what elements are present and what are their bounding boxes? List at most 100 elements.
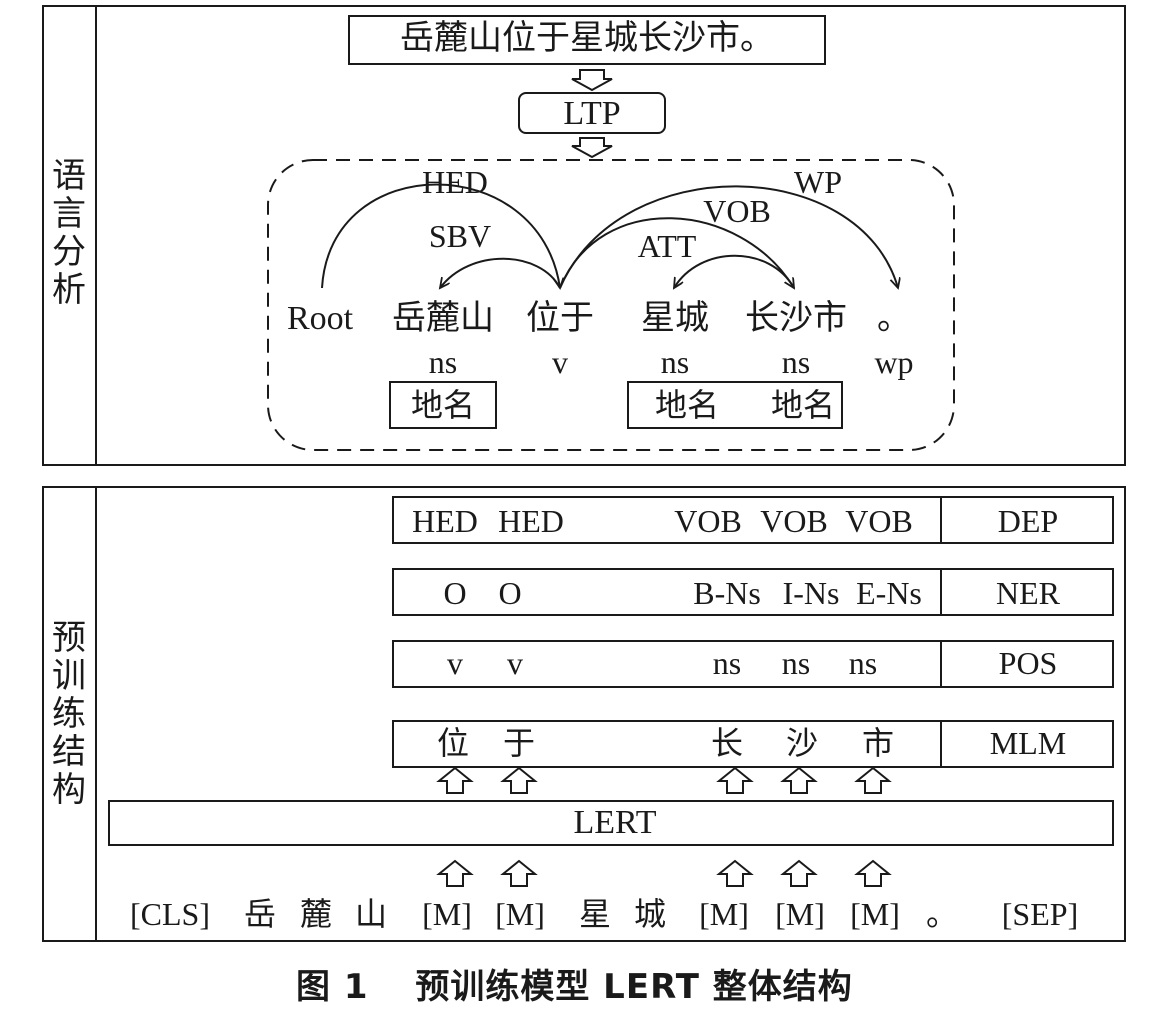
up-arrow-icon xyxy=(854,859,892,887)
input-token: [SEP] xyxy=(1001,896,1079,932)
up-arrow-icon xyxy=(854,766,892,794)
up-arrow-icon xyxy=(716,859,754,887)
token-word: 星城 xyxy=(641,300,709,337)
pos-row xyxy=(392,640,1114,688)
dep-row-divider xyxy=(940,496,942,544)
arc-label-wp: WP xyxy=(794,164,842,200)
input-sentence: 岳麓山位于星城长沙市。 xyxy=(400,20,774,57)
input-token: 。 xyxy=(925,896,959,932)
ner-task-name: NER xyxy=(996,575,1060,611)
entity-tag: 地名 xyxy=(770,387,836,423)
arc-label-vob: VOB xyxy=(703,193,771,229)
input-token: [M] xyxy=(495,896,545,932)
token-word: Root xyxy=(286,300,354,337)
dep-label: VOB xyxy=(845,503,913,539)
mlm-label: 沙 xyxy=(785,725,819,761)
up-arrow-icon xyxy=(436,766,474,794)
input-token: [M] xyxy=(775,896,825,932)
language-analysis-divider xyxy=(95,5,97,466)
mlm-label: 于 xyxy=(502,725,536,761)
entity-tag: 地名 xyxy=(410,387,476,423)
input-token: [M] xyxy=(422,896,472,932)
mlm-label: 长 xyxy=(710,725,744,761)
language-analysis-panel xyxy=(42,5,1126,466)
input-token: [M] xyxy=(699,896,749,932)
token-pos: ns xyxy=(781,344,811,380)
ner-label: O xyxy=(443,575,467,611)
pos-label: ns xyxy=(848,645,878,681)
arc-hed xyxy=(321,183,560,289)
pos-label: ns xyxy=(781,645,811,681)
dep-label: VOB xyxy=(760,503,828,539)
input-token: [M] xyxy=(850,896,900,932)
pos-task-name: POS xyxy=(998,645,1058,681)
token-word: 长沙市 xyxy=(745,300,847,337)
up-arrow-icon xyxy=(780,766,818,794)
mlm-task-name: MLM xyxy=(989,725,1067,761)
pretraining-divider xyxy=(95,486,97,942)
input-token: 星 xyxy=(578,896,612,932)
ner-label: B-Ns xyxy=(693,575,761,611)
up-arrow-icon xyxy=(780,859,818,887)
ltp-box xyxy=(518,92,666,134)
input-token: 山 xyxy=(354,896,388,932)
figure-title: 预训练模型 LERT 整体结构 xyxy=(415,967,853,1007)
pretraining-label: 预训练结构 xyxy=(52,620,86,809)
input-token: 城 xyxy=(633,896,667,932)
up-arrow-icon xyxy=(500,859,538,887)
down-arrow-1 xyxy=(571,69,613,92)
pos-row-divider xyxy=(940,640,942,688)
token-word: 位于 xyxy=(526,300,594,337)
dep-task-name: DEP xyxy=(997,503,1059,539)
input-token: 麓 xyxy=(299,896,333,932)
pos-label: v xyxy=(447,645,463,681)
token-word: 。 xyxy=(877,300,911,337)
up-arrow-icon xyxy=(436,859,474,887)
ner-row xyxy=(392,568,1114,616)
entity-box-1 xyxy=(389,381,497,429)
dep-row xyxy=(392,496,1114,544)
dep-label: HED xyxy=(412,503,478,539)
mlm-label: 市 xyxy=(861,725,895,761)
language-analysis-label: 语言分析 xyxy=(52,158,86,309)
down-arrow-2 xyxy=(571,137,613,159)
dep-label: VOB xyxy=(674,503,742,539)
token-pos: ns xyxy=(660,344,690,380)
up-arrow-icon xyxy=(716,766,754,794)
lert-model-label: LERT xyxy=(573,804,657,841)
pos-label: ns xyxy=(712,645,742,681)
up-arrow-icon xyxy=(500,766,538,794)
ner-row-divider xyxy=(940,568,942,616)
ner-label: E-Ns xyxy=(856,575,922,611)
entity-tag: 地名 xyxy=(654,387,720,423)
figure-caption: 图 1 预训练模型 LERT 整体结构 xyxy=(296,970,853,1004)
ner-label: O xyxy=(498,575,522,611)
entity-box-2 xyxy=(627,381,843,429)
dep-label: HED xyxy=(498,503,564,539)
input-token: [CLS] xyxy=(130,896,210,932)
arc-label-att: ATT xyxy=(637,228,697,264)
arc-label-hed: HED xyxy=(422,164,488,200)
mlm-row-divider xyxy=(940,720,942,768)
token-word: 岳麓山 xyxy=(392,300,494,337)
arc-att xyxy=(674,254,795,288)
mlm-label: 位 xyxy=(436,725,470,761)
figure-number: 图 1 xyxy=(296,967,369,1007)
input-token: 岳 xyxy=(243,896,277,932)
ner-label: I-Ns xyxy=(782,575,840,611)
input-sentence-box xyxy=(348,15,826,65)
arc-sbv xyxy=(440,257,561,288)
arc-wp xyxy=(559,185,898,288)
ltp-label: LTP xyxy=(563,95,621,132)
token-pos: v xyxy=(552,344,568,380)
dependency-frame xyxy=(267,159,955,451)
pos-label: v xyxy=(507,645,523,681)
token-pos: ns xyxy=(428,344,458,380)
arc-label-sbv: SBV xyxy=(428,218,492,254)
mlm-row xyxy=(392,720,1114,768)
pretraining-panel xyxy=(42,486,1126,942)
token-pos: wp xyxy=(874,344,914,380)
lert-model-box xyxy=(108,800,1114,846)
